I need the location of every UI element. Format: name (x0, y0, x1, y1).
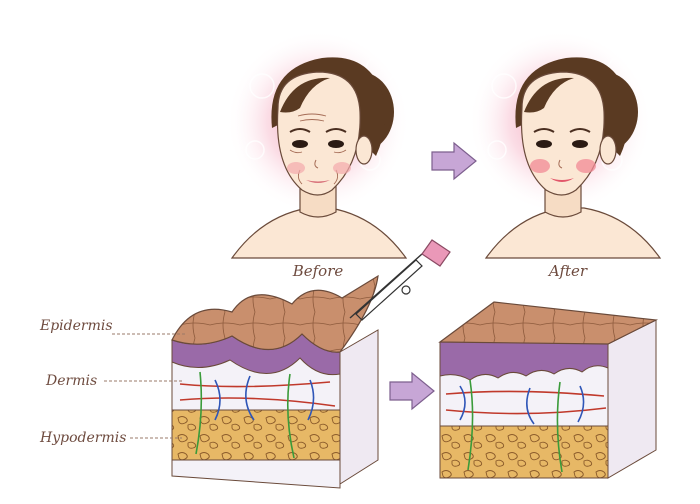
after-face (468, 30, 662, 259)
before-label: Before (292, 262, 344, 280)
before-ear (355, 135, 373, 165)
right-arrow-icon (431, 141, 477, 181)
right-arrow-icon (389, 371, 435, 411)
layer-labels: Epidermis Dermis Hypodermis (39, 318, 186, 446)
before-skin-block (171, 274, 379, 489)
before-face (226, 30, 410, 259)
before-vessels (179, 371, 336, 459)
before-eye-left (292, 140, 308, 148)
after-skin-surface (438, 301, 659, 345)
after-skin-block (438, 301, 659, 479)
before-hypodermis-layer (171, 409, 341, 461)
after-epidermis-band (439, 341, 609, 381)
after-vessels (445, 379, 607, 473)
epidermis-label: Epidermis (39, 318, 113, 334)
before-mouth (306, 180, 330, 183)
before-fringe (280, 77, 330, 113)
after-hypodermis-layer (439, 425, 609, 479)
microneedle-injector-icon (349, 239, 451, 321)
before-skin-surface (171, 274, 379, 353)
after-mouth (550, 178, 574, 182)
after-label: After (547, 262, 588, 280)
hypodermis-label: Hypodermis (39, 430, 126, 446)
dermis-label: Dermis (45, 373, 97, 389)
before-eye-right (328, 140, 344, 148)
